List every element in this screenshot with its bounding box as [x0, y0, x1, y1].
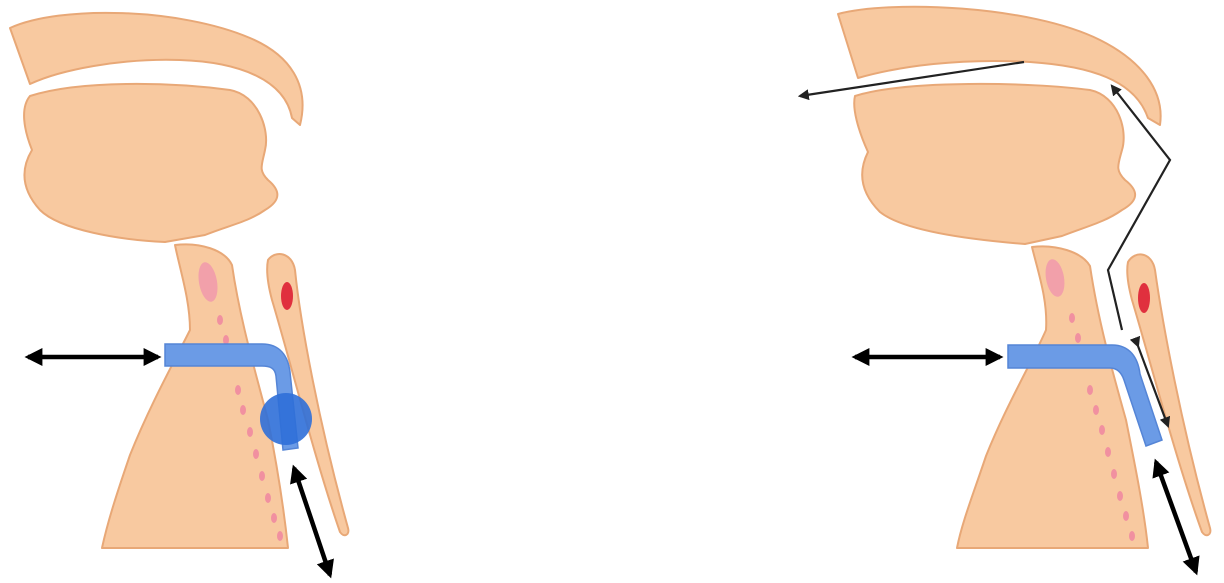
vessel — [1138, 283, 1150, 313]
tracheal-ring — [1123, 511, 1129, 521]
neck-and-chest — [102, 244, 288, 548]
tracheal-ring — [271, 513, 277, 523]
tracheal-ring — [1069, 313, 1075, 323]
tracheal-ring — [1093, 405, 1099, 415]
tracheal-ring — [235, 385, 241, 395]
tracheal-ring — [1105, 447, 1111, 457]
tracheal-ring — [259, 471, 265, 481]
right-panel — [800, 7, 1210, 572]
oral-cavity-tongue — [24, 84, 277, 242]
head-anatomy — [10, 13, 348, 548]
tracheal-ring — [1117, 491, 1123, 501]
tracheal-ring — [1075, 333, 1081, 343]
tracheal-ring — [1111, 469, 1117, 479]
tracheal-ring — [240, 405, 246, 415]
tracheal-ring — [253, 449, 259, 459]
tracheal-ring — [1087, 385, 1093, 395]
tracheal-ring — [277, 531, 283, 541]
tracheal-ring — [247, 427, 253, 437]
oral-cavity-tongue — [854, 84, 1135, 244]
tracheal-ring — [265, 493, 271, 503]
tracheal-ring — [1129, 531, 1135, 541]
tracheal-ring — [217, 315, 223, 325]
vessel — [281, 282, 293, 310]
tube-cuff — [260, 393, 312, 445]
left-panel — [10, 13, 348, 575]
head-anatomy — [838, 7, 1210, 548]
tracheal-ring — [1099, 425, 1105, 435]
